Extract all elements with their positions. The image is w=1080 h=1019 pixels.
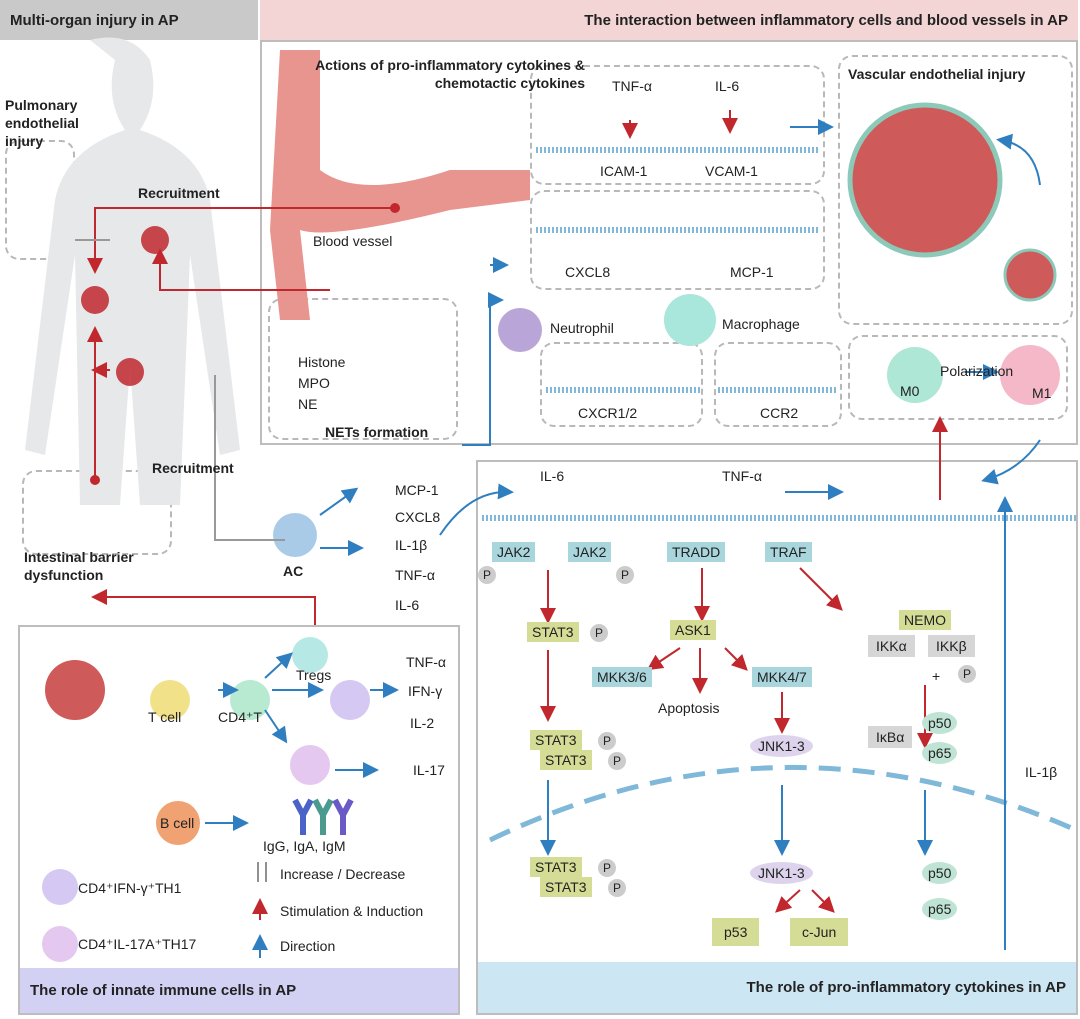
mkk47-tag: MKK4/7 bbox=[752, 667, 812, 687]
il1b-pathway-label: IL-1β bbox=[1025, 764, 1058, 780]
ig-label: IgG, IgA, IgM bbox=[263, 838, 346, 854]
blood-vessel-graphic bbox=[270, 50, 530, 320]
tregs-label: Tregs bbox=[296, 667, 332, 683]
cxcl8-label: CXCL8 bbox=[565, 264, 611, 280]
phospho-badge: P bbox=[598, 859, 616, 877]
il17-label: IL-17 bbox=[413, 762, 445, 778]
ac-output-cxcl8: CXCL8 bbox=[395, 509, 441, 525]
phospho-badge: P bbox=[608, 879, 626, 897]
ifn-label: IFN-γ bbox=[408, 683, 443, 699]
legend-stim: Stimulation & Induction bbox=[280, 903, 424, 919]
top-right-panel bbox=[260, 40, 1078, 445]
header-interaction: The interaction between inflammatory cel… bbox=[260, 0, 1078, 40]
ccr2-box bbox=[714, 342, 842, 427]
m1-label: M1 bbox=[1032, 385, 1052, 401]
stat3-nuclear-1: STAT3 bbox=[530, 857, 582, 877]
ikba-tag: IκBα bbox=[868, 726, 913, 748]
pulmonary-label: Pulmonary endothelial injury bbox=[5, 97, 79, 149]
nets-label: NETs formation bbox=[325, 424, 429, 440]
neutrophil-label: Neutrophil bbox=[550, 320, 614, 336]
header-multi-organ: Multi-organ injury in AP bbox=[0, 0, 258, 40]
ask1-tag: ASK1 bbox=[670, 620, 716, 640]
intestinal-label: Intestinal barrier dysfunction bbox=[24, 549, 134, 583]
footer-innate-immune: The role of innate immune cells in AP bbox=[20, 968, 458, 1013]
polarization-box bbox=[848, 335, 1068, 420]
receptor-box-2 bbox=[530, 190, 825, 290]
p53-tag: p53 bbox=[712, 918, 760, 946]
ac-output-mcp1: MCP-1 bbox=[395, 482, 439, 498]
tnf-immune-label: TNF-α bbox=[406, 654, 446, 670]
ccr2-label: CCR2 bbox=[760, 405, 799, 421]
ikkb-tag: IKKβ bbox=[928, 635, 975, 657]
ac-output-il1b: IL-1β bbox=[395, 537, 428, 553]
cxcr-label: CXCR1/2 bbox=[578, 405, 638, 421]
recruitment-mid-label: Recruitment bbox=[152, 460, 234, 476]
ac-output-il6: IL-6 bbox=[395, 597, 420, 613]
stat3-dimer-1: STAT3 bbox=[530, 730, 582, 750]
tnf-label-top: TNF-α bbox=[612, 78, 652, 94]
p50-upper: p50 bbox=[922, 712, 958, 734]
recruitment-top-label: Recruitment bbox=[138, 185, 220, 201]
jak2-left: JAK2 bbox=[492, 542, 536, 562]
tnf-pathway-label: TNF-α bbox=[722, 468, 762, 484]
nets-box bbox=[268, 298, 458, 440]
stat3-tag: STAT3 bbox=[527, 622, 579, 642]
body-silhouette bbox=[25, 37, 240, 505]
ac-label: AC bbox=[283, 563, 304, 579]
cxcr-box bbox=[540, 342, 703, 427]
jak2-right: JAK2 bbox=[568, 542, 612, 562]
nucleus-boundary bbox=[488, 765, 1078, 843]
vascular-box bbox=[838, 55, 1073, 325]
tradd-tag: TRADD bbox=[667, 542, 726, 562]
actions-title: Actions of pro-inflammatory cytokines & … bbox=[315, 57, 585, 91]
phospho-badge: P bbox=[608, 752, 626, 770]
pathway-panel bbox=[476, 460, 1078, 1015]
mcp1-label: MCP-1 bbox=[730, 264, 774, 280]
tcell-label: T cell bbox=[148, 709, 182, 725]
mpo-label: MPO bbox=[298, 375, 330, 391]
p65-nuclear: p65 bbox=[922, 898, 958, 920]
nemo-tag: NEMO bbox=[899, 610, 951, 630]
footer-pro-inflammatory: The role of pro-inflammatory cytokines i… bbox=[478, 962, 1076, 1013]
legend-th17: CD4⁺IL-17A⁺TH17 bbox=[78, 936, 197, 952]
mkk36-tag: MKK3/6 bbox=[592, 667, 652, 687]
vcam-label: VCAM-1 bbox=[705, 163, 758, 179]
phospho-badge: P bbox=[478, 566, 496, 584]
vascular-label: Vascular endothelial injury bbox=[848, 66, 1026, 82]
macrophage-label: Macrophage bbox=[722, 316, 800, 332]
cd4t-label: CD4⁺T bbox=[218, 709, 262, 725]
legend-th1: CD4⁺IFN-γ⁺TH1 bbox=[78, 880, 182, 896]
histone-label: Histone bbox=[298, 354, 346, 370]
stat3-nuclear-2: STAT3 bbox=[540, 877, 592, 897]
p65-upper: p65 bbox=[922, 742, 958, 764]
traf-tag: TRAF bbox=[765, 542, 812, 562]
immune-panel bbox=[18, 625, 460, 1015]
jnk-upper: JNK1-3 bbox=[750, 735, 813, 757]
jnk-nuclear: JNK1-3 bbox=[750, 862, 813, 884]
il2-label: IL-2 bbox=[410, 715, 435, 731]
blood-vessel-label: Blood vessel bbox=[313, 233, 393, 249]
phospho-badge: P bbox=[958, 665, 976, 683]
phospho-badge: P bbox=[598, 732, 616, 750]
apoptosis-label: Apoptosis bbox=[658, 700, 720, 716]
polarization-label: Polarization bbox=[940, 363, 1014, 379]
phospho-badge: P bbox=[616, 566, 634, 584]
p50-nuclear: p50 bbox=[922, 862, 958, 884]
bcell-label: B cell bbox=[160, 815, 195, 831]
ac-output-tnf: TNF-α bbox=[395, 567, 435, 583]
plus-sign: + bbox=[932, 668, 941, 684]
m0-label: M0 bbox=[900, 383, 920, 399]
phospho-badge: P bbox=[590, 624, 608, 642]
icam-label: ICAM-1 bbox=[600, 163, 648, 179]
il6-label-top: IL-6 bbox=[715, 78, 740, 94]
il6-pathway-label: IL-6 bbox=[540, 468, 565, 484]
legend-direction: Direction bbox=[280, 938, 336, 954]
legend-incdec: Increase / Decrease bbox=[280, 866, 406, 882]
stat3-dimer-2: STAT3 bbox=[540, 750, 592, 770]
cjun-tag: c-Jun bbox=[790, 918, 849, 946]
ne-label: NE bbox=[298, 396, 318, 412]
ikka-tag: IKKα bbox=[868, 635, 915, 657]
